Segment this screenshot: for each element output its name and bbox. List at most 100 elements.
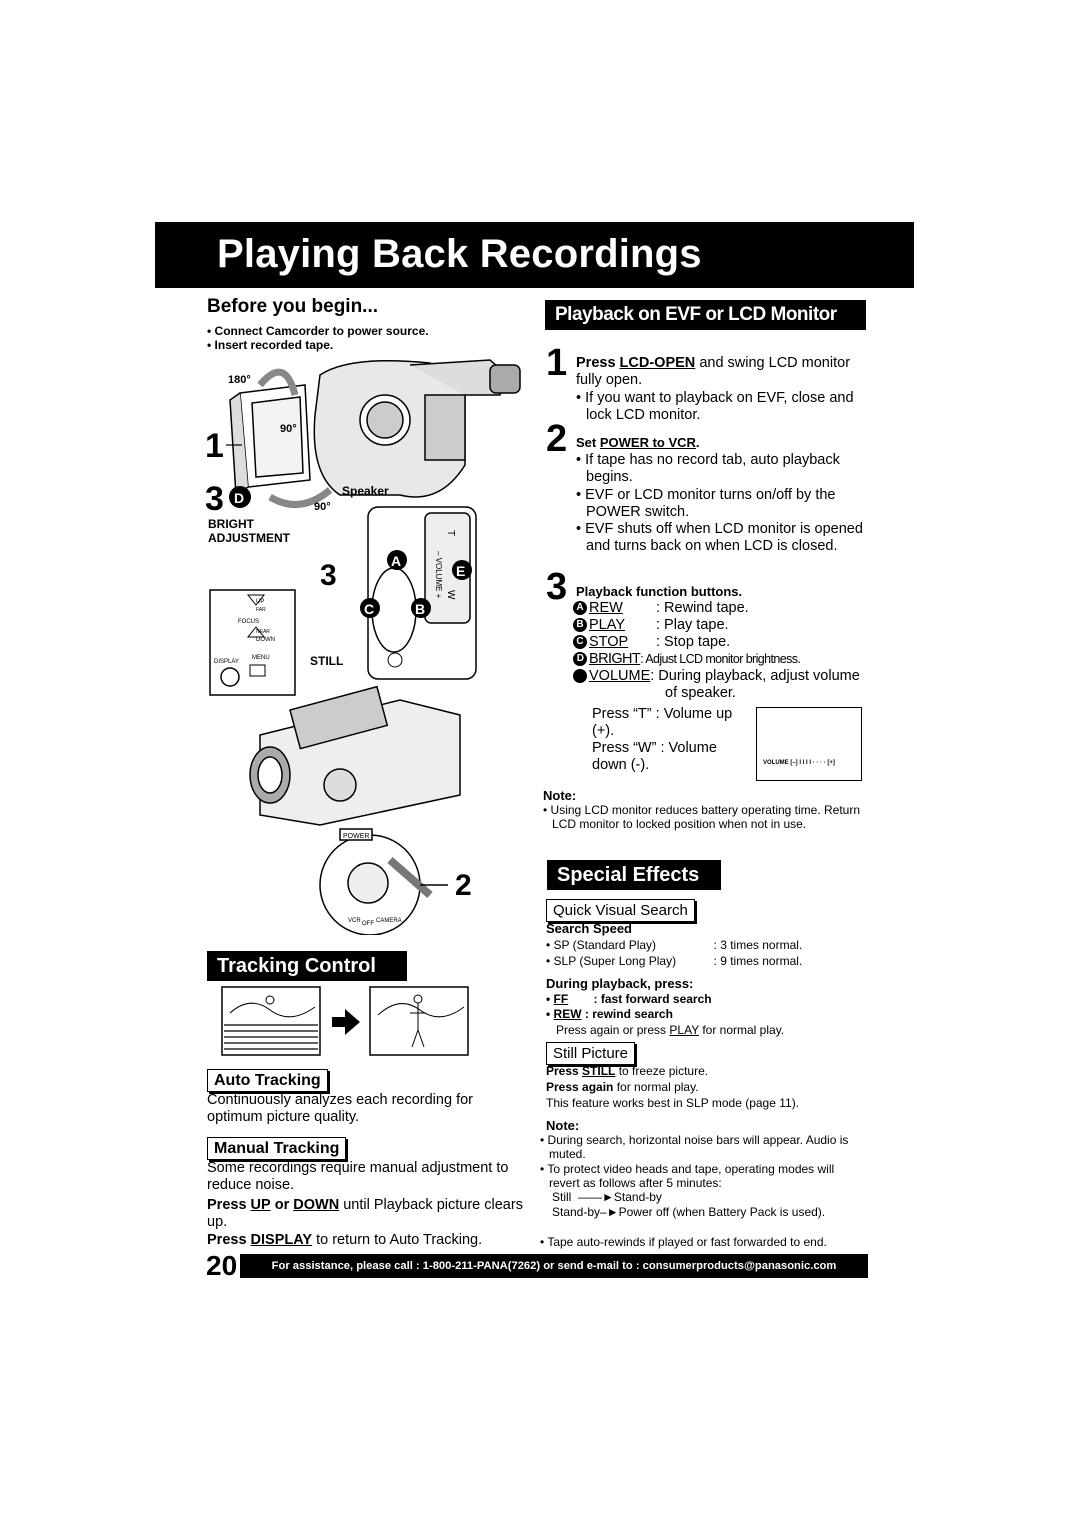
- manual-tracking-text: Some recordings require manual adjustmen…: [207, 1160, 509, 1193]
- return-text: to return to Auto Tracking.: [316, 1232, 483, 1248]
- badge-icon: C: [573, 635, 587, 650]
- volume-screen: VOLUME [–] I I I I · · · · [+]: [756, 707, 862, 781]
- function-key: PLAY: [589, 617, 626, 633]
- badge-c: C: [364, 601, 374, 617]
- bright-label: BRIGHT: [208, 517, 255, 531]
- step-1-label: 1: [205, 427, 224, 465]
- for-normal-text: for normal play.: [616, 1080, 699, 1094]
- press-w-desc: : Volume down (-).: [592, 740, 717, 773]
- playback-note: • Using LCD monitor reduces battery oper…: [543, 803, 861, 831]
- menu-label: MENU: [252, 655, 270, 661]
- playback-step-1-number: 1: [546, 342, 568, 384]
- revert-row-2: Stand-by–►Power off (when Battery Pack i…: [552, 1205, 932, 1219]
- special-note-label: Note:: [546, 1118, 580, 1133]
- badge-icon: D: [573, 652, 587, 667]
- special-note-1-text: During search, horizontal noise bars wil…: [547, 1133, 849, 1161]
- display-instruction: Press DISPLAY to return to Auto Tracking…: [207, 1232, 527, 1249]
- quick-visual-search-section: Quick Visual Search: [546, 899, 695, 922]
- rew-key: REW: [553, 1007, 582, 1021]
- adjustment-label: ADJUSTMENT: [208, 531, 291, 545]
- rew-row: • REW : rewind search: [546, 1007, 673, 1021]
- playback-step-2: Set POWER to VCR.: [576, 435, 700, 450]
- ff-key: FF: [553, 992, 569, 1006]
- before-heading: Before you begin...: [207, 296, 379, 317]
- special-note-1: • During search, horizontal noise bars w…: [540, 1133, 849, 1161]
- press-again-still-row: Press again for normal play.: [546, 1080, 699, 1094]
- sp-row: • SP (Standard Play): 3 times normal.: [546, 938, 803, 952]
- standby-mode: Stand-by: [552, 1205, 601, 1219]
- power-to-vcr-key: POWER to VCR: [599, 435, 696, 450]
- press-again-text: Press again or press: [556, 1023, 667, 1037]
- for-normal-text: for normal play.: [702, 1023, 785, 1037]
- function-key: REW: [589, 600, 623, 616]
- ff-row: • FF: fast forward search: [546, 992, 712, 1006]
- before-item: • Connect Camcorder to power source.: [207, 324, 429, 338]
- manual-tracking-instruction: Press UP or DOWN until Playback picture …: [207, 1197, 525, 1231]
- still-mode: Still: [552, 1190, 572, 1204]
- camera-label: CAMERA: [376, 918, 402, 924]
- tracking-heading: Tracking Control: [207, 951, 407, 981]
- display-key: DISPLAY: [250, 1232, 313, 1248]
- badge-d: D: [234, 490, 244, 506]
- speaker-label: Speaker: [342, 484, 389, 498]
- special-note-3: • Tape auto-rewinds if played or fast fo…: [540, 1235, 827, 1249]
- press-word: Press: [207, 1197, 247, 1213]
- down-label: DOWN: [256, 637, 275, 643]
- step-2-label: 2: [455, 869, 472, 902]
- qvs-heading: Quick Visual Search: [546, 899, 695, 922]
- tracking-illustration: [221, 986, 469, 1056]
- function-key: VOLUME: [589, 668, 651, 684]
- to-freeze-text: to freeze picture.: [618, 1064, 709, 1078]
- press-w-label: Press “W”: [592, 740, 657, 756]
- badge-icon: E: [531, 669, 587, 684]
- standby-mode: Stand-by: [613, 1190, 662, 1204]
- rew-desc: : rewind search: [584, 1007, 673, 1021]
- still-picture-heading: Still Picture: [546, 1042, 636, 1065]
- footer-bar: For assistance, please call : 1-800-211-…: [240, 1254, 868, 1278]
- still-label: STILL: [310, 654, 343, 668]
- press-word: Press: [207, 1232, 247, 1248]
- press-t-row: Press “T” : Volume up (+).: [592, 706, 742, 740]
- playback-note-label: Note:: [543, 788, 577, 803]
- page-number: 20: [206, 1250, 238, 1281]
- volume-bar-label: VOLUME [–] I I I I · · · · [+]: [763, 760, 835, 766]
- step-2-bullet: • EVF or LCD monitor turns on/off by the…: [576, 487, 836, 520]
- function-desc: : Stop tape.: [656, 634, 731, 650]
- badge-b: B: [415, 601, 425, 617]
- playback-step-2-number: 2: [546, 418, 568, 460]
- playback-step-3-heading: Playback function buttons.: [576, 584, 743, 599]
- tele-label: T: [445, 530, 456, 536]
- auto-tracking-text: Continuously analyzes each recording for…: [207, 1092, 473, 1125]
- step-1-bullet: • If you want to playback on EVF, close …: [576, 390, 854, 423]
- still-picture-section: Still Picture: [546, 1042, 636, 1065]
- step-2-bullet-text: EVF shuts off when LCD monitor is opened…: [585, 521, 863, 554]
- vcr-label: VCR: [348, 918, 361, 924]
- step-2-bullet: • If tape has no record tab, auto playba…: [576, 452, 840, 485]
- function-desc: : Rewind tape.: [656, 600, 749, 616]
- slp-value: : 9 times normal.: [713, 954, 803, 968]
- auto-tracking-heading: Auto Tracking: [207, 1069, 328, 1092]
- before-section: Before you begin... • Connect Camcorder …: [207, 296, 429, 352]
- title-bar: Playing Back Recordings: [155, 222, 914, 288]
- press-word: Press: [576, 355, 616, 371]
- step-1-bullet-text: If you want to playback on EVF, close an…: [585, 390, 854, 423]
- step-2-bullet-text: EVF or LCD monitor turns on/off by the P…: [585, 487, 836, 520]
- near-label: NEAR: [256, 629, 270, 635]
- far-label: FAR: [256, 607, 266, 613]
- badge-a: A: [391, 553, 401, 569]
- display-label: DISPLAY: [214, 659, 239, 665]
- power-label: POWER: [343, 833, 369, 840]
- step-1-text: and swing LCD monitor fully open.: [576, 355, 851, 388]
- manual-tracking-heading: Manual Tracking: [207, 1137, 347, 1160]
- badge-e: E: [456, 563, 465, 579]
- step-2-bullet-text: If tape has no record tab, auto playback…: [585, 452, 840, 485]
- before-item-text: Insert recorded tape.: [214, 338, 334, 352]
- badge-icon: A: [573, 601, 587, 616]
- slp-note: This feature works best in SLP mode (pag…: [546, 1096, 800, 1110]
- special-note-2: • To protect video heads and tape, opera…: [540, 1162, 835, 1190]
- before-item: • Insert recorded tape.: [207, 338, 334, 352]
- function-desc: : Adjust LCD monitor brightness.: [640, 652, 801, 666]
